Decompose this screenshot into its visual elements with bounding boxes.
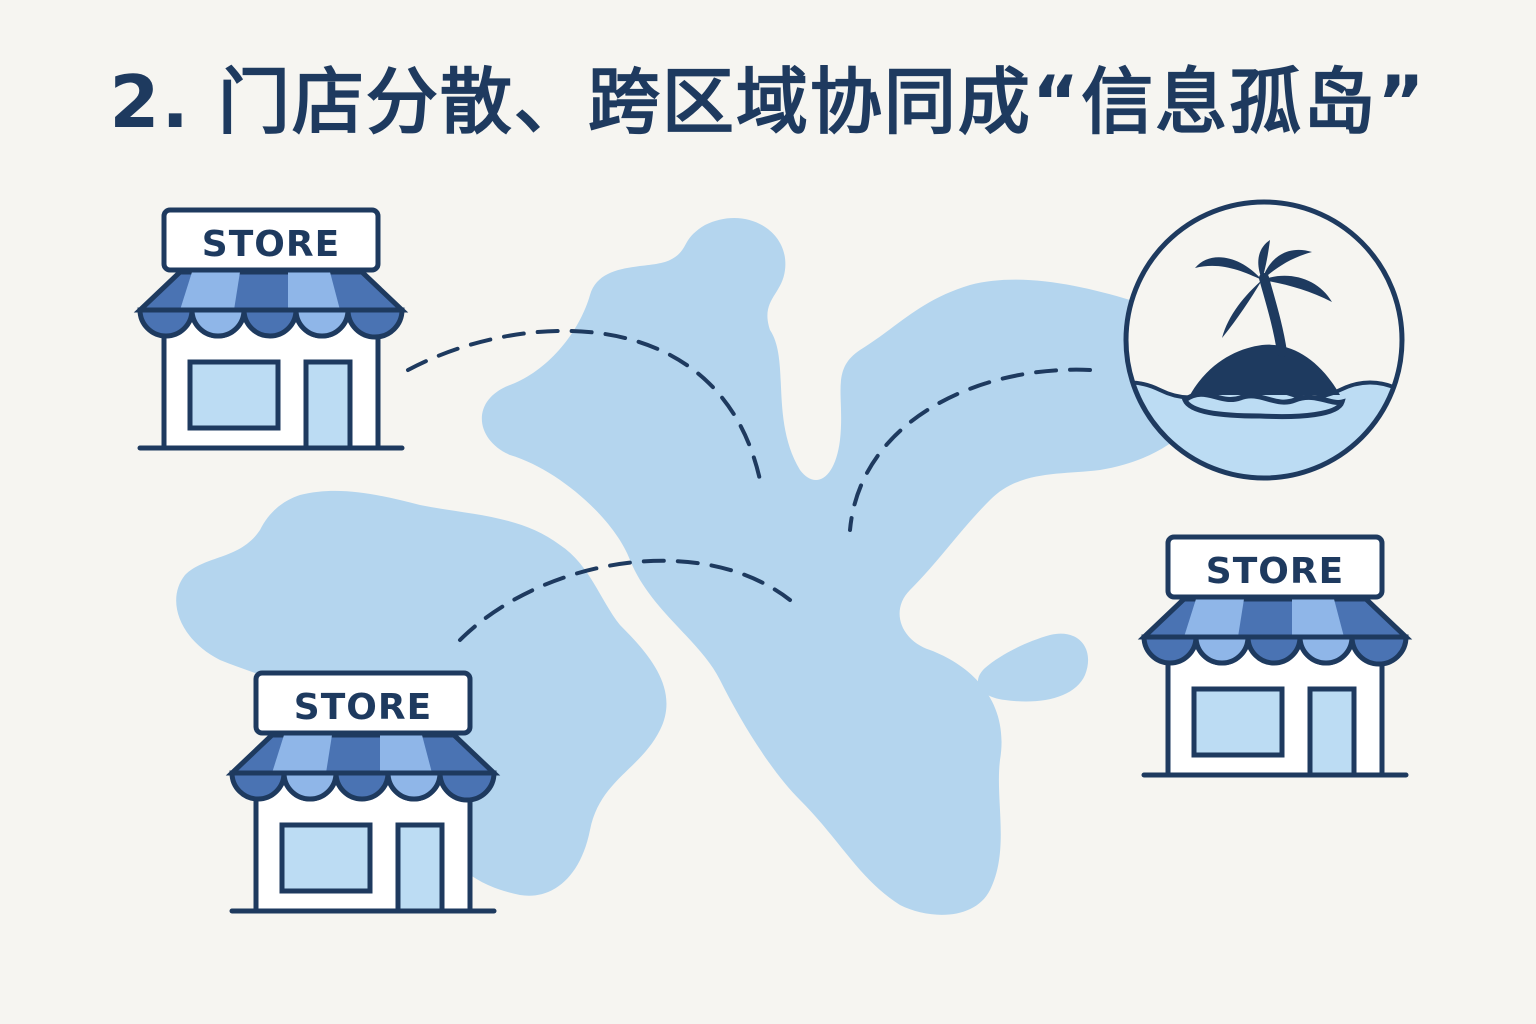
store-icon: STORE xyxy=(133,207,409,451)
map-continent-north xyxy=(481,217,1220,915)
connection-arc-bottomleft xyxy=(458,558,792,642)
island-mound xyxy=(1190,344,1340,395)
palm-trunk xyxy=(1259,273,1287,357)
store-sign-label: STORE xyxy=(202,224,340,265)
store-sign-label: STORE xyxy=(1206,551,1344,592)
palm-fronds xyxy=(1195,240,1332,338)
connection-arc-island xyxy=(848,367,1092,532)
store-icon: STORE xyxy=(1137,534,1413,778)
connection-arc-topleft xyxy=(406,328,762,482)
store-icon: STORE xyxy=(225,670,501,914)
map-small-island xyxy=(977,633,1089,702)
page-title: 2. 门店分散、跨区域协同成“信息孤岛” xyxy=(109,60,1427,144)
connection-lines xyxy=(406,328,1092,642)
island-circle-frame xyxy=(1123,199,1405,481)
store-sign-label: STORE xyxy=(294,687,432,728)
island-wave xyxy=(1181,391,1346,420)
